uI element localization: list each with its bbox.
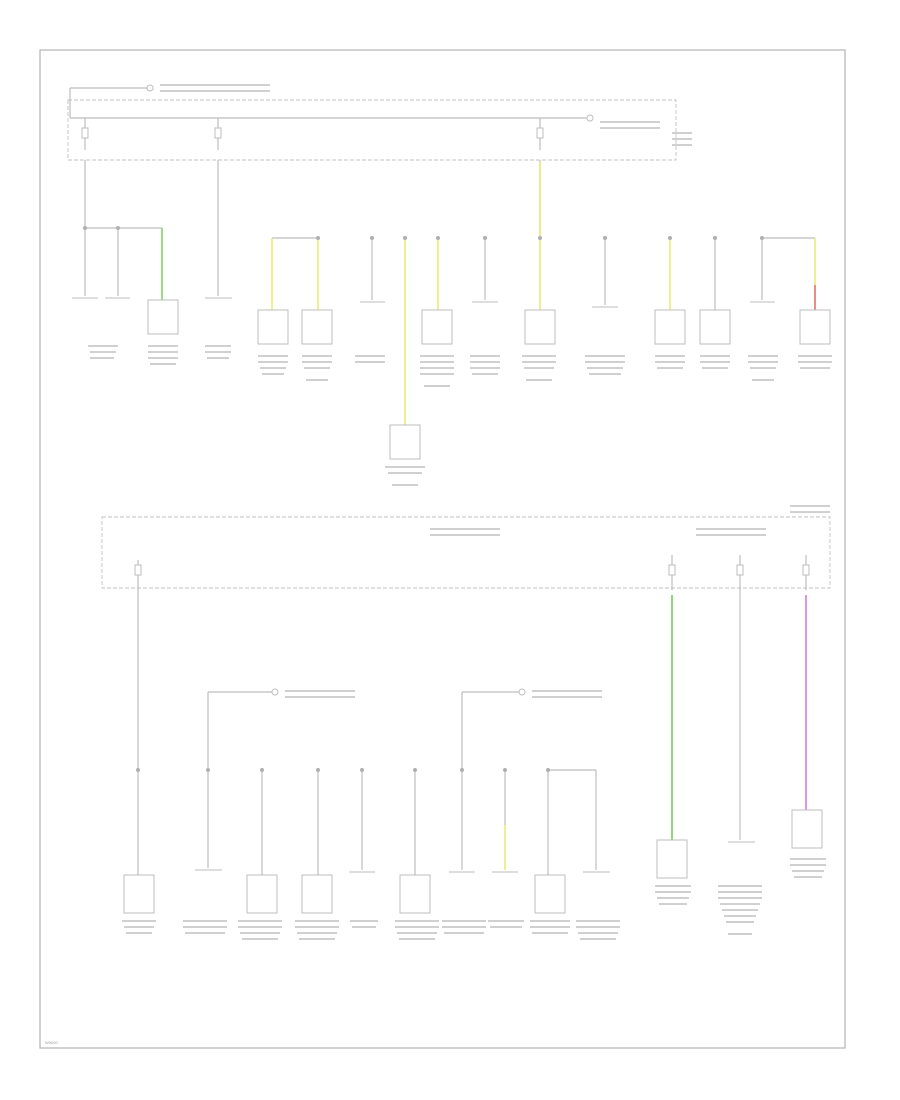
bottom-trunk-wires (136, 590, 807, 875)
bottom-components (123, 809, 823, 914)
bottom-fuse-box (101, 516, 831, 590)
bottom-branch-wires (206, 688, 597, 875)
diagram-frame (39, 49, 846, 1049)
top-trunk-wires (83, 160, 542, 310)
top-components (72, 297, 831, 460)
top-fuse-box (67, 84, 677, 161)
page-code: W0000 (45, 1040, 58, 1045)
top-branch-wires (271, 236, 816, 425)
label-placeholders (88, 84, 832, 940)
